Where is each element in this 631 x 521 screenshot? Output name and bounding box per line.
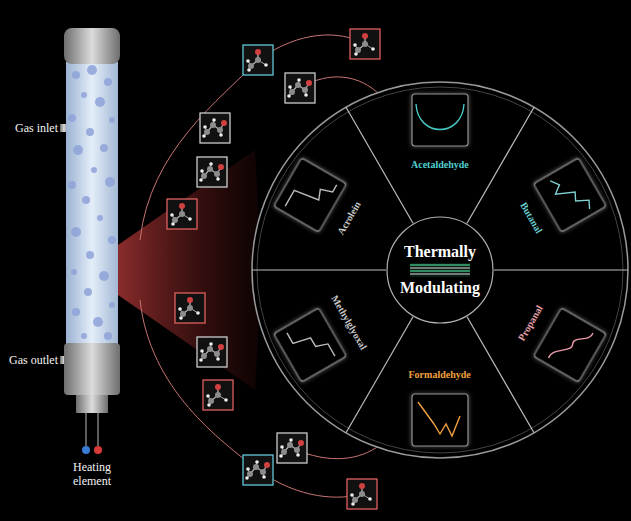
part-label: Gas inlet	[2, 121, 58, 135]
part-label: Heating element	[62, 460, 122, 488]
center-circle: ThermallyModulating	[386, 216, 494, 324]
center-circle-outline	[386, 216, 494, 324]
sector-label: Acetaldehyde	[411, 159, 469, 171]
center-circle-border	[387, 217, 493, 323]
sector-label-box: Formaldehyde	[406, 367, 475, 383]
center-title: Modulating	[400, 279, 480, 297]
material-gap	[435, 261, 445, 279]
part-label: Gas outlet	[0, 353, 58, 367]
center-title: Thermally	[404, 243, 476, 261]
sector-label-box: Acetaldehyde	[408, 157, 472, 173]
sector-label: Formaldehyde	[409, 369, 472, 381]
